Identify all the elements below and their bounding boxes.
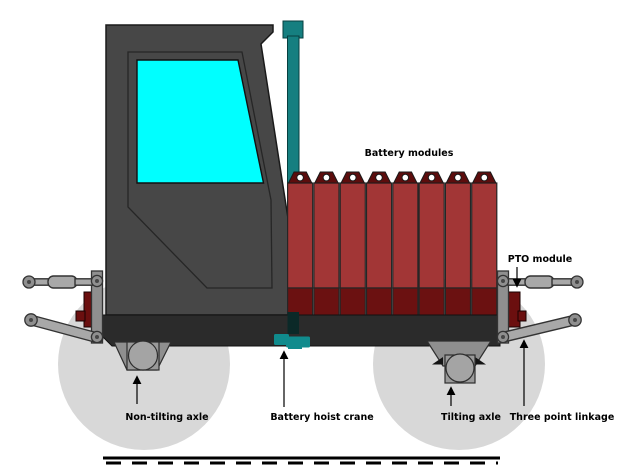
crane-clamp <box>274 334 310 349</box>
rear-linkage <box>496 270 584 344</box>
label-battery-hoist-crane: Battery hoist crane <box>270 412 373 423</box>
crane-mast-base <box>287 312 299 334</box>
front-axle-hub <box>127 340 159 371</box>
battery-module <box>287 171 314 318</box>
crane-mast-column <box>287 35 300 187</box>
battery-modules <box>287 171 498 318</box>
rear-top-link <box>507 275 584 289</box>
rear-pivot-bottom-dot <box>501 335 505 339</box>
battery-module <box>365 171 393 318</box>
rear-lower-link <box>498 313 582 343</box>
battery-module <box>392 171 419 318</box>
rear-axle-hub <box>445 353 475 383</box>
battery-module <box>418 171 445 318</box>
front-pivot-top-dot <box>95 279 99 283</box>
rear-pivot-top-dot <box>501 279 505 283</box>
label-pto-module: PTO module <box>508 254 573 265</box>
battery-hoist-crane <box>282 20 304 187</box>
battery-module <box>313 171 340 318</box>
battery-module <box>471 171 498 318</box>
crane-mast-cap <box>282 20 304 39</box>
rear-axle-stop-right <box>475 357 486 365</box>
front-pivot-bottom-dot <box>95 335 99 339</box>
label-battery-modules: Battery modules <box>365 148 454 159</box>
label-non-tilting-axle: Non-tilting axle <box>125 412 208 423</box>
front-top-link <box>22 275 94 289</box>
cab <box>105 24 304 316</box>
front-linkage <box>22 270 104 344</box>
label-three-point-linkage: Three point linkage <box>510 412 615 423</box>
cab-window <box>136 59 265 184</box>
rear-axle-stop-left <box>432 357 443 365</box>
rear-axle-mount <box>425 340 493 384</box>
label-tilting-axle: Tilting axle <box>441 412 501 423</box>
cab-door-outline <box>127 51 273 289</box>
front-axle-mount <box>113 340 172 371</box>
battery-module <box>444 171 472 318</box>
battery-module <box>339 171 366 318</box>
front-lower-link <box>24 313 104 344</box>
